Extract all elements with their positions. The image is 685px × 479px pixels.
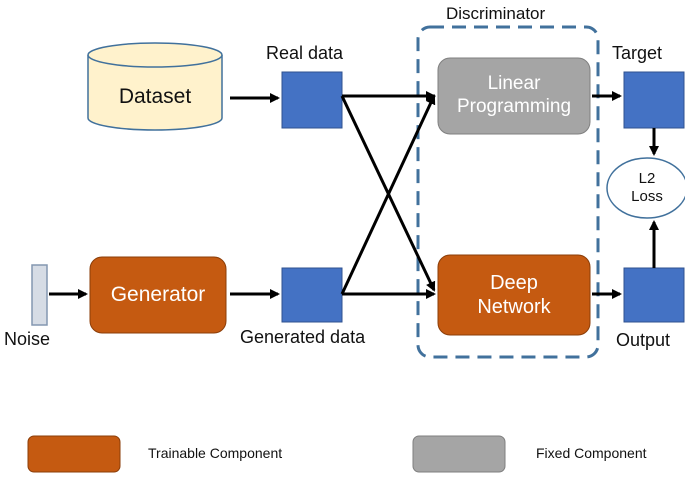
linear-programming-box: [437, 57, 591, 135]
output-square: [623, 267, 685, 323]
real-data-label: Real data: [266, 43, 344, 63]
generator-label: Generator: [90, 257, 226, 333]
deep-network-line1: Deep: [490, 272, 538, 294]
discriminator-label: Discriminator: [446, 4, 546, 23]
noise-label: Noise: [4, 329, 51, 349]
deep-network-line2: Network: [477, 296, 551, 318]
legend-trainable-swatch: [27, 435, 121, 473]
generated-data-label: Generated data: [240, 327, 366, 347]
generator-text: Generator: [110, 283, 206, 307]
target-square: [623, 71, 685, 129]
dataset-cylinder: [87, 42, 223, 131]
dataset-text: Dataset: [118, 85, 192, 109]
generator-box: [89, 256, 227, 334]
l2-loss-label: L2 Loss: [607, 158, 685, 218]
discriminator-frame: [416, 25, 600, 359]
legend-fixed-swatch: [412, 435, 506, 473]
l2-loss-line2: Loss: [631, 188, 663, 205]
deep-network-box: [437, 254, 591, 336]
dataset-label: Dataset: [88, 70, 222, 124]
noise-bar: [31, 264, 48, 326]
legend-fixed-label: Fixed Component: [536, 445, 647, 461]
l2-loss-line1: L2: [638, 170, 656, 187]
linear-programming-label: Linear Programming: [438, 58, 590, 134]
real-data-square: [281, 71, 343, 129]
linear-programming-line1: Linear: [487, 73, 541, 95]
l2-loss-ellipse: [606, 157, 685, 219]
linear-programming-line2: Programming: [456, 96, 572, 117]
target-label: Target: [612, 43, 663, 63]
legend-trainable-label: Trainable Component: [148, 445, 283, 461]
output-label: Output: [616, 330, 671, 350]
arrow-generated-to-lp: [340, 94, 436, 295]
deep-network-label: Deep Network: [438, 255, 590, 335]
generated-data-square: [281, 267, 343, 323]
